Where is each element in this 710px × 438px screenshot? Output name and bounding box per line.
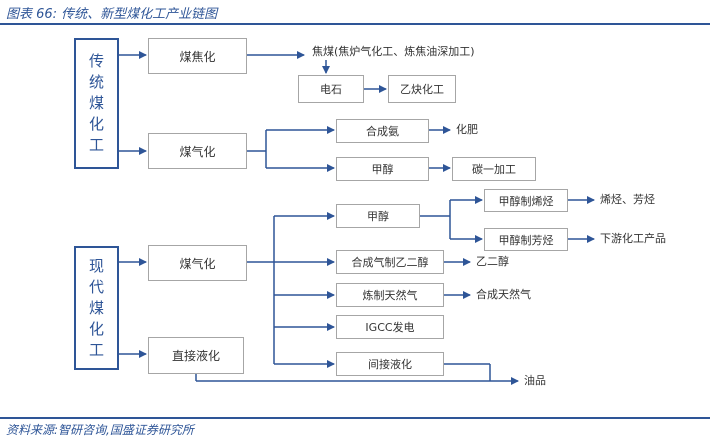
indirect-liquefaction-node: 间接液化: [336, 352, 444, 376]
traditional-gasification-node: 煤气化: [148, 133, 247, 169]
oil-products-node: 油品: [524, 374, 546, 387]
traditional-coal-chemical-box: 传统煤化工: [74, 38, 119, 169]
c1-processing-node: 碳一加工: [452, 157, 536, 181]
downstream-chemicals-node: 下游化工产品: [600, 232, 666, 245]
modern-methanol-node: 甲醇: [336, 204, 420, 228]
acetylene-chemical-node: 乙炔化工: [388, 75, 456, 103]
synthetic-ammonia-node: 合成氨: [336, 119, 429, 143]
modern-coal-chemical-box: 现代煤化工: [74, 246, 119, 370]
header-rule: [0, 23, 710, 25]
methanol-to-olefins-node: 甲醇制烯烃: [484, 189, 568, 212]
source-note: 资料来源:智研咨询,国盛证券研究所: [6, 423, 194, 437]
coking-node: 煤焦化: [148, 38, 247, 74]
ethylene-glycol-node: 乙二醇: [476, 255, 509, 268]
igcc-power-node: IGCC发电: [336, 315, 444, 339]
coke-node: 焦煤(焦炉气化工、炼焦油深加工): [312, 45, 475, 58]
figure-title: 图表 66: 传统、新型煤化工产业链图: [6, 7, 218, 22]
modern-gasification-node: 煤气化: [148, 245, 247, 281]
methanol-to-aromatics-node: 甲醇制芳烃: [484, 228, 568, 251]
footer-rule: [0, 417, 710, 419]
direct-liquefaction-node: 直接液化: [148, 337, 244, 374]
fertilizer-node: 化肥: [456, 123, 478, 136]
syngas-to-ethylene-glycol-node: 合成气制乙二醇: [336, 250, 444, 274]
refined-natural-gas-node: 炼制天然气: [336, 283, 444, 307]
traditional-methanol-node: 甲醇: [336, 157, 429, 181]
modern-coal-chemical-label: 现代煤化工: [89, 256, 105, 359]
olefins-aromatics-node: 烯烃、芳烃: [600, 193, 655, 206]
calcium-carbide-node: 电石: [298, 75, 364, 103]
traditional-coal-chemical-label: 传统煤化工: [89, 52, 105, 154]
synthetic-natural-gas-node: 合成天然气: [476, 288, 531, 301]
